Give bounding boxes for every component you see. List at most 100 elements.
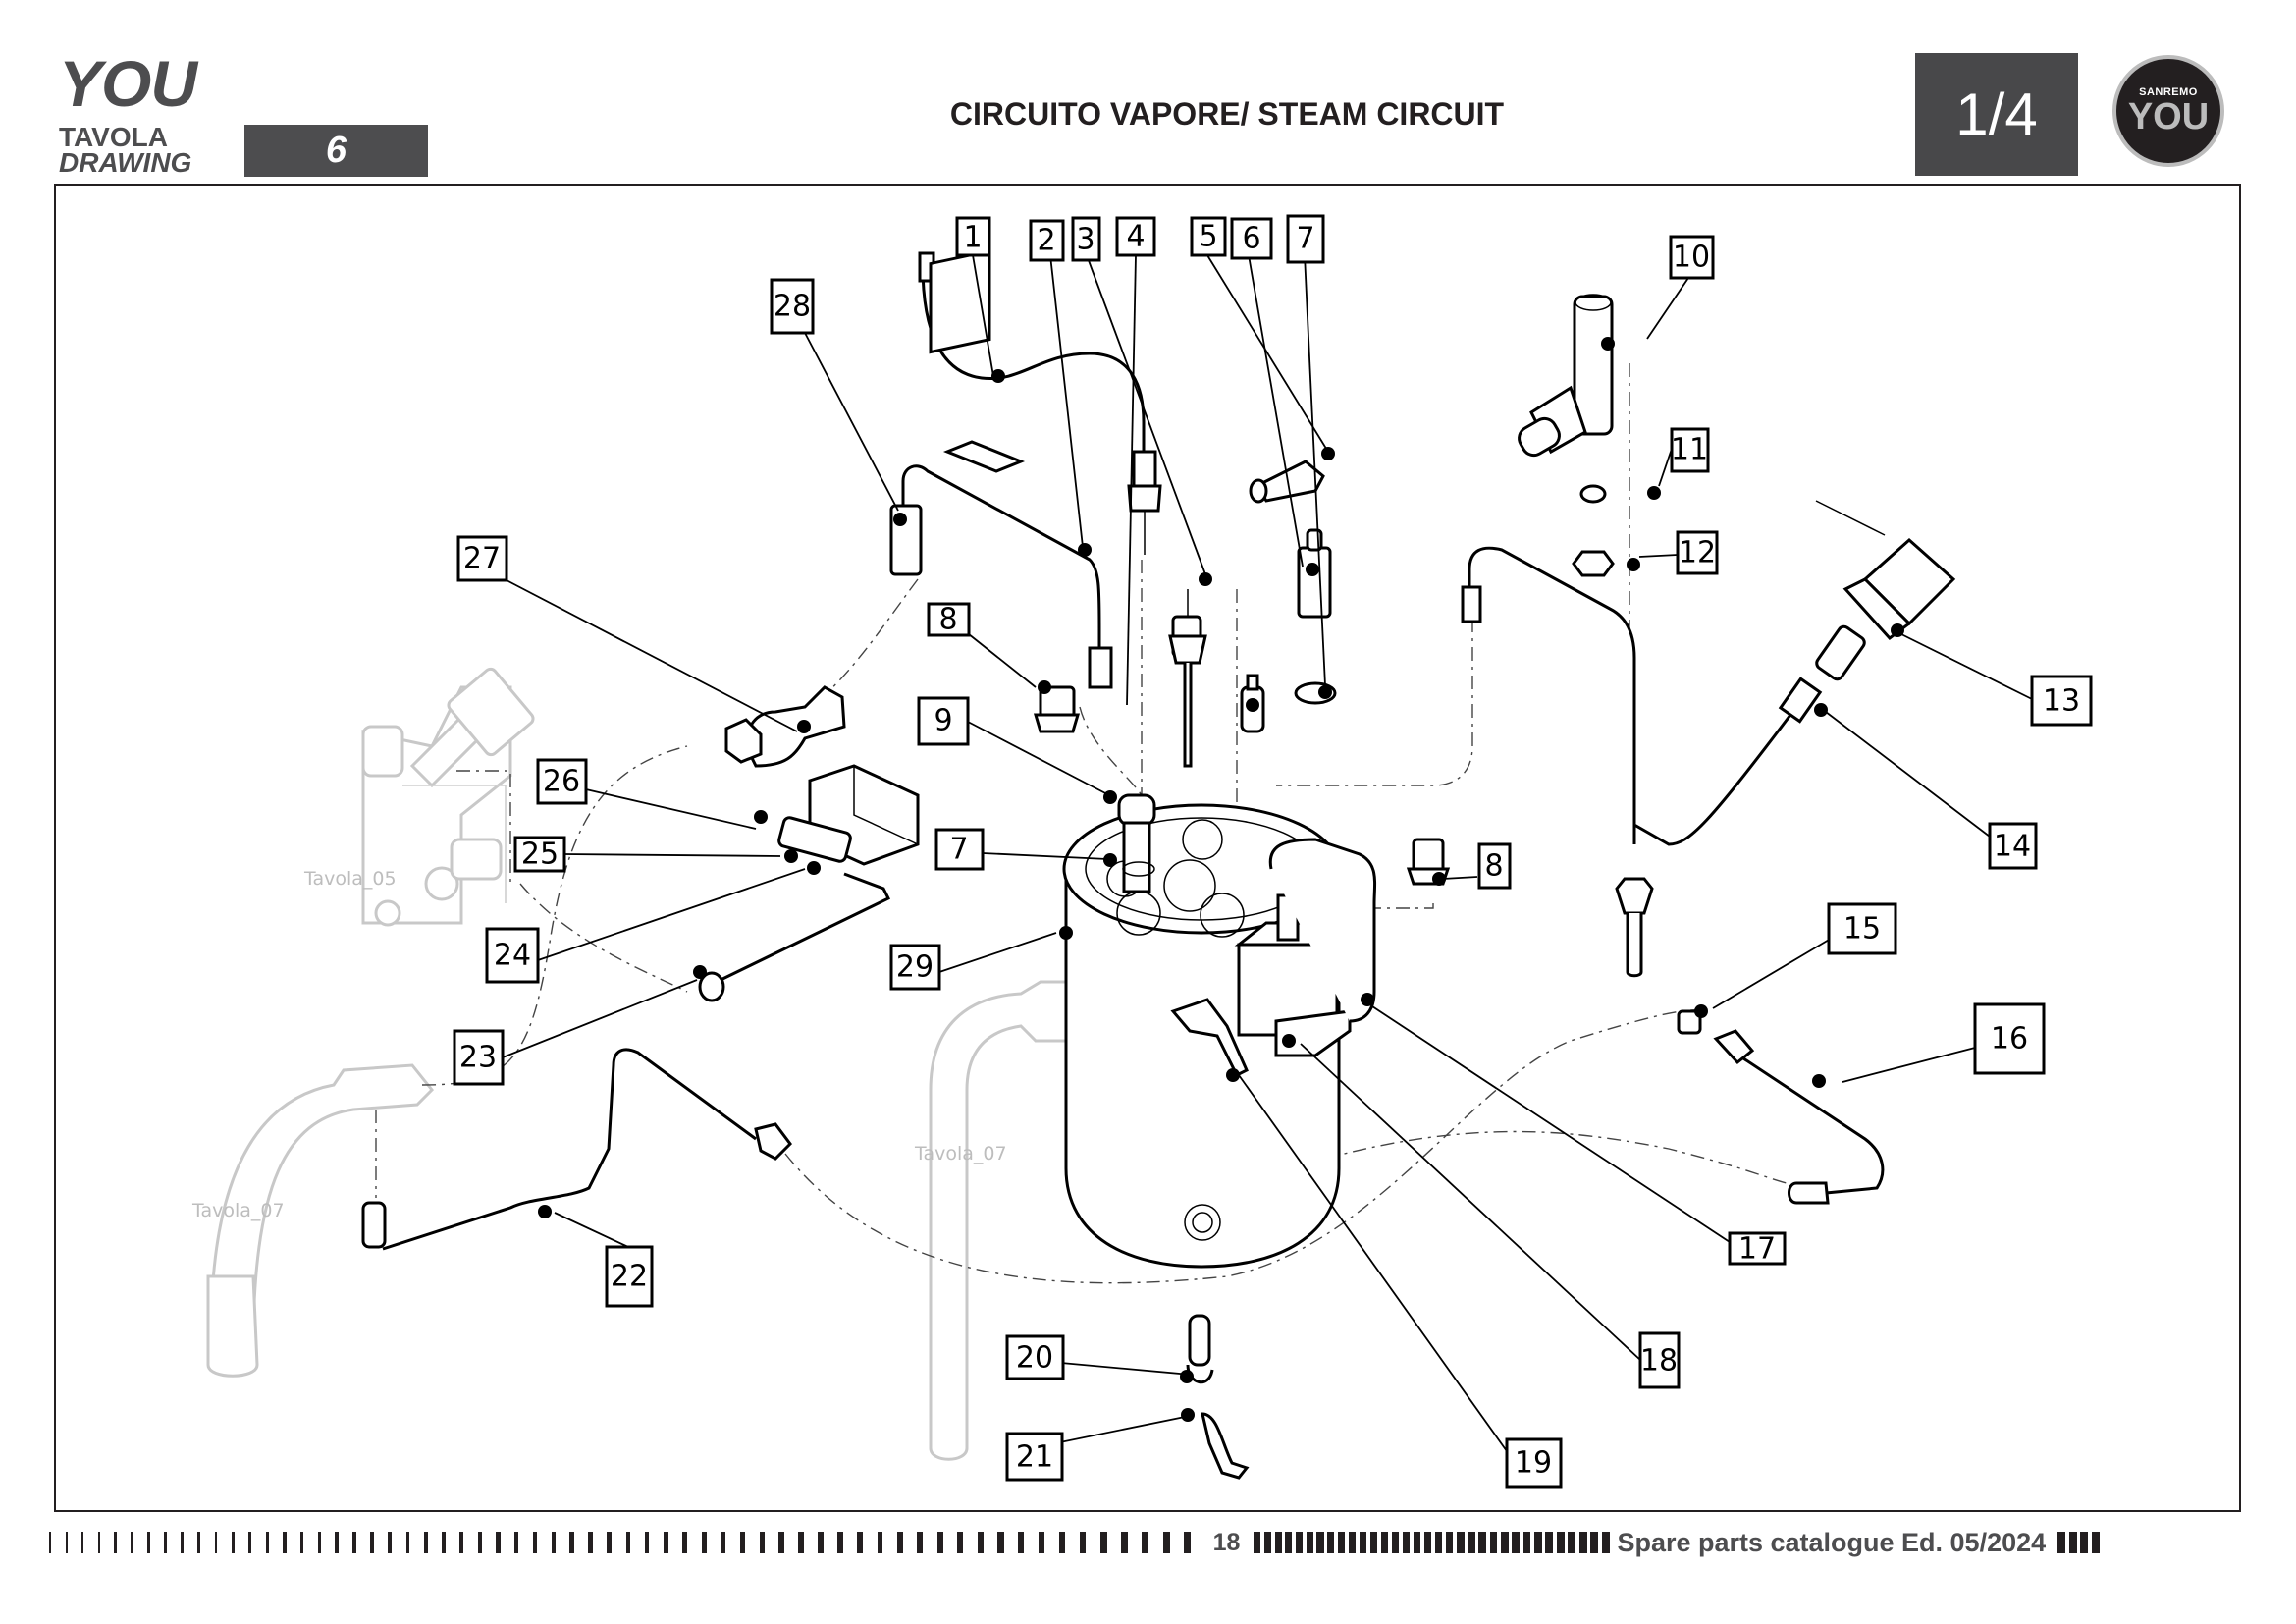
part-27-fitting [724,685,846,768]
part-13-coil [1815,500,1956,681]
callout-27-label: 27 [463,542,501,576]
ghost-part-steam-wand-left [206,1063,435,1378]
callout-8-right: 8 [1477,842,1512,890]
callout-28: 28 [770,278,815,335]
drawing-frame [54,184,2241,1512]
callout-17: 17 [1728,1231,1787,1267]
footer-bar [147,1532,150,1553]
footer-bar [405,1532,410,1553]
footer-bar [65,1532,68,1553]
callout-19: 19 [1505,1437,1563,1489]
footer-bar [231,1532,235,1553]
part-26-solenoid-valve [777,764,920,866]
footer-bar [370,1532,374,1553]
logo-brand-text: SANREMO [2139,86,2198,98]
footer-bar [977,1532,984,1553]
footer-bar [1099,1532,1107,1553]
brand-title: YOU [59,47,197,120]
callout-11: 11 [1670,427,1710,473]
footer-bar [1369,1532,1377,1553]
drawing-number: 6 [325,130,347,171]
callout-25: 25 [513,836,566,873]
footer-bar [569,1532,574,1553]
callout-21-label: 21 [1016,1440,1053,1475]
footer-bar [1512,1532,1521,1553]
footer-bar [477,1532,482,1553]
footer-bar [997,1532,1004,1553]
footer-page-number: 18 [1212,1528,1241,1556]
part-11-washer [1579,484,1607,504]
callout-21: 21 [1005,1432,1064,1482]
footer: 18 Spare parts catalogue Ed. 05/2024 [49,1528,2248,1557]
callout-15: 15 [1827,902,1897,955]
footer-bar [1413,1532,1421,1553]
footer-bar [1359,1532,1367,1553]
footer-bar [1162,1532,1170,1553]
callout-4: 4 [1115,216,1156,257]
drawing-number-badge: 6 [244,125,428,177]
footer-bar [1254,1532,1261,1553]
footer-bar [49,1532,51,1553]
callout-13-label: 13 [2043,684,2080,719]
footer-bar [818,1532,824,1553]
callout-18-label: 18 [1640,1344,1678,1379]
callout-23-label: 23 [459,1041,497,1075]
callout-28-label: 28 [774,290,811,324]
footer-bar [551,1532,556,1553]
footer-bar [1142,1532,1149,1553]
footer-bar [1018,1532,1025,1553]
callout-26-label: 26 [543,765,580,799]
footer-bar [957,1532,964,1553]
footer-bar [1079,1532,1087,1553]
page-indicator: 1/4 [1915,53,2078,176]
callout-10-label: 10 [1673,241,1710,275]
footer-bar [1423,1532,1432,1553]
footer-catalogue-text: Spare parts catalogue Ed. 05/2024 [1617,1527,2047,1557]
sanremo-logo: SANREMO YOU [2112,55,2224,167]
footer-bar [81,1532,84,1553]
footer-bar [1296,1532,1304,1553]
callout-20: 20 [1005,1334,1065,1380]
page-indicator-text: 1/4 [1955,81,2038,147]
part-20-elbow [1186,1314,1214,1383]
callout-dots [538,337,1904,1422]
footer-bar [936,1532,943,1553]
footer-bar [1478,1532,1487,1553]
footer-bar [423,1532,428,1553]
ghost-part-tavola05 [361,667,535,927]
part-10-safety-valve [1518,294,1614,458]
footer-bar [663,1532,668,1553]
footer-bar [248,1532,252,1553]
callout-25-label: 25 [521,838,559,872]
part-15-fitting [1677,1009,1702,1035]
footer-bar [1457,1532,1465,1553]
footer-bar [625,1532,631,1553]
footer-bar [1380,1532,1388,1553]
callout-16: 16 [1973,1002,2046,1075]
callout-7-boiler-label: 7 [949,833,968,867]
footer-bar [131,1532,133,1553]
callout-26: 26 [536,758,588,805]
callout-15-label: 15 [1843,912,1881,947]
callout-22: 22 [605,1245,654,1308]
callout-29-label: 29 [896,950,934,985]
footer-bar [1468,1532,1475,1553]
boiler-fittings [1117,793,1156,893]
footer-bar [335,1532,339,1553]
page-title: CIRCUITO VAPORE/ STEAM CIRCUIT [949,96,1505,132]
footer-bar [265,1532,269,1553]
footer-bar [2057,1532,2066,1553]
callout-20-label: 20 [1016,1341,1053,1376]
footer-bar [442,1532,446,1553]
callout-2-label: 2 [1037,224,1055,258]
callout-8-left: 8 [927,602,971,637]
footer-bar [1500,1532,1509,1553]
callout-27: 27 [456,535,508,582]
reference-label-tavola07-left: Tavola_07 [191,1200,285,1221]
footer-bar [877,1532,883,1553]
reference-label-tavola07-center: Tavola_07 [914,1143,1007,1164]
callout-3-label: 3 [1076,223,1095,257]
footer-bar [181,1532,184,1553]
footer-bar [2068,1532,2077,1553]
